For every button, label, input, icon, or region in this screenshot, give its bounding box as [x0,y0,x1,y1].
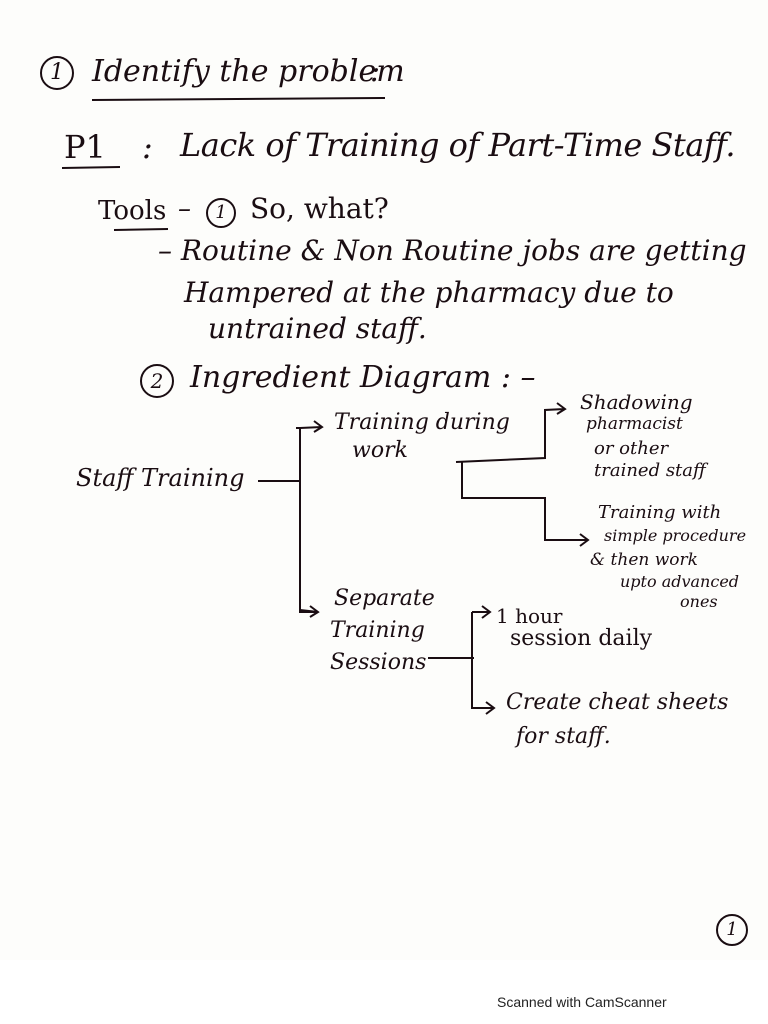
arrow-branch1 [299,420,324,433]
branch1-sub2-line1: Training with [598,502,722,523]
scanner-watermark: Scanned with CamScanner [497,994,667,1010]
branch1-sub2-line5: ones [680,592,718,611]
notebook-page: 1 Identify the problem : P1 : Lack of Tr… [40,54,748,946]
branch1-sub2-line4: upto advanced [620,572,740,591]
branch2-sub2-line1: Create cheat sheets [506,690,729,715]
tools-label: Tools [98,196,167,226]
tools-dash: – [178,194,191,224]
branch1-sub1-line1: Shadowing [580,390,693,414]
branch1-line2: work [352,438,408,463]
tools-underline [113,228,169,231]
branch2-sub2-line2: for staff. [516,724,611,749]
branch2-bracket [471,612,496,715]
root-bracket [296,427,319,613]
problem-separator: : [142,128,153,166]
p1-underline [61,166,121,169]
branch1-sub1-line3: or other [594,438,669,459]
tools-item1-number: 1 [206,198,236,228]
diagram-root: Staff Training [76,464,245,492]
tools-item1-line1: – Routine & Non Routine jobs are getting [158,234,747,267]
heading-number: 1 [40,56,74,90]
branch2-sub1-line1: 1 hour [496,604,563,628]
tools-item2-title: Ingredient Diagram : – [190,360,536,395]
branch1-sub1-line2: pharmacist [586,414,683,434]
branch2-line2: Training [330,618,425,643]
tools-item1-title: So, what? [250,192,389,225]
problem-label: P1 [64,128,106,166]
heading-colon: : [370,54,381,89]
heading-underline [91,97,386,101]
tools-item1-line3: untrained staff. [208,312,427,345]
branch1-sub2-line2: simple procedure [604,526,747,545]
branch2-line3: Sessions [330,650,427,675]
heading-title: Identify the problem [92,54,405,89]
branch1-sub1-line4: trained staff [594,460,706,481]
tools-item2-number: 2 [140,364,174,398]
problem-text: Lack of Training of Part-Time Staff. [180,126,736,164]
arrow-branch2 [299,600,320,618]
branch2-line1: Separate [334,586,435,611]
branch1-line1: Training during [334,410,510,435]
branch2-top-arrow [472,605,492,619]
page-number: 1 [716,914,748,946]
branch2-sub1-line2: session daily [510,626,653,651]
diagram-connectors [61,97,590,715]
tools-item1-line2: Hampered at the pharmacy due to [184,276,674,309]
branch1-sub2-line3: & then work [590,550,698,570]
branch1-lower [461,462,590,547]
branch1-connector [455,402,567,463]
